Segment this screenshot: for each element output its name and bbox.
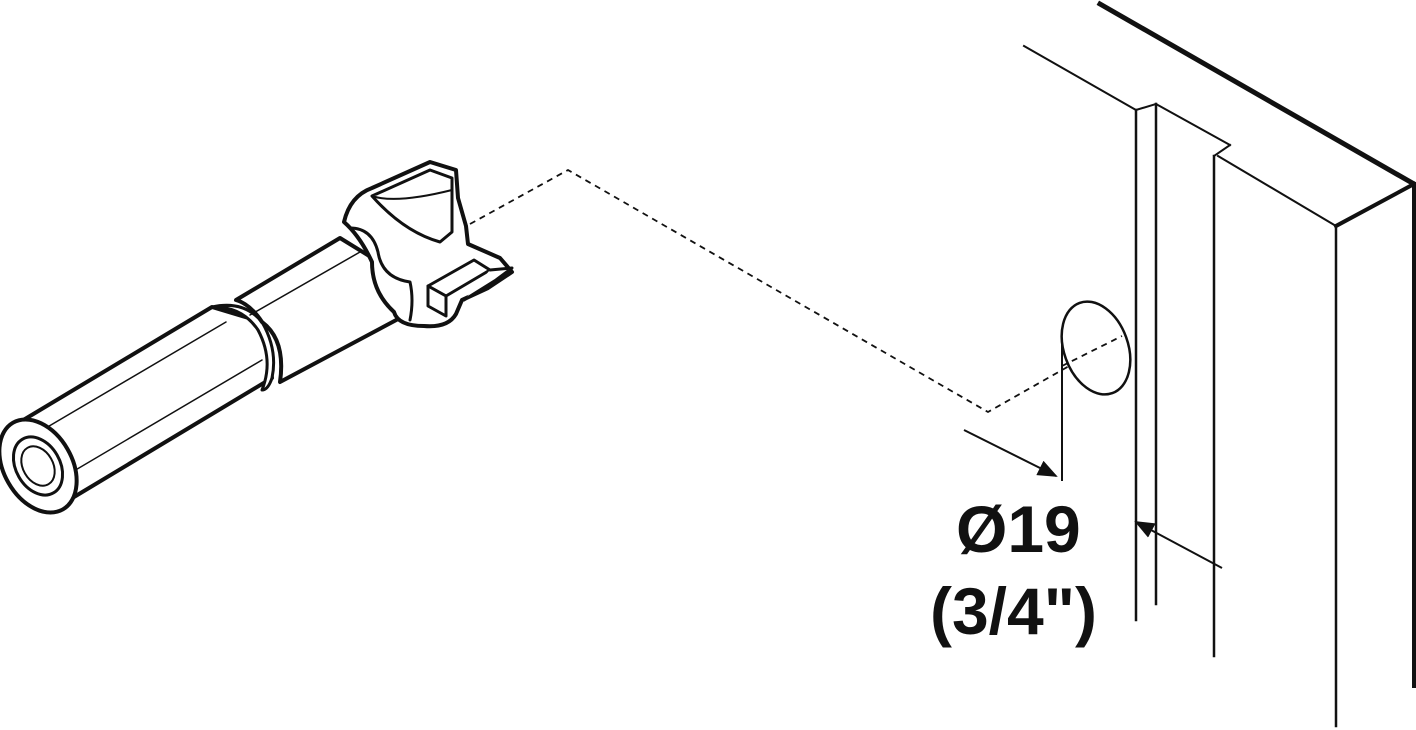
- panel-top-edge: [1096, 0, 1416, 188]
- spur-edge: [462, 266, 514, 302]
- shank-facet-line: [61, 359, 263, 479]
- panel-corner-edge: [1333, 181, 1416, 229]
- drill-bit: [0, 160, 514, 515]
- panel-face-line: [1154, 102, 1232, 147]
- shank-facet-line: [21, 321, 227, 443]
- drill-flute: [348, 226, 414, 322]
- dimension-imperial-label: (3/4"): [930, 574, 1097, 648]
- neck-facet-line: [249, 251, 361, 316]
- centre-spur-side: [426, 284, 448, 318]
- dimension-arrow-left: [963, 429, 1058, 477]
- dimension-metric-label: Ø19: [956, 492, 1081, 566]
- hole-centre-dashed-line: [1061, 335, 1123, 367]
- panel-face-line: [1212, 143, 1232, 158]
- shank-bore-inner: [20, 445, 56, 487]
- drill-neck: [234, 236, 402, 384]
- dimension-arrow-right: [1134, 521, 1223, 569]
- panel-face-top-line: [1022, 44, 1138, 112]
- cutter-face: [371, 189, 453, 200]
- panel-face-line: [1216, 154, 1338, 228]
- drill-path-dashed-line: [469, 168, 1123, 414]
- cutter-wedge: [370, 168, 454, 244]
- panel-face-line: [1134, 102, 1158, 112]
